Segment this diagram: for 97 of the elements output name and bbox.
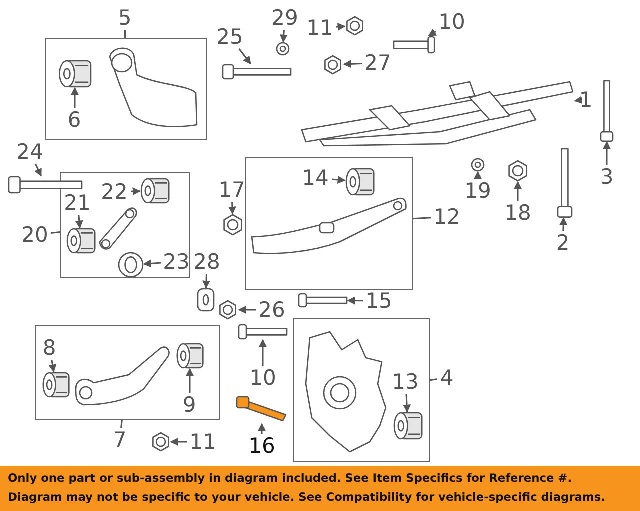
callout-number: 22 (98, 180, 130, 204)
leader-line (120, 420, 123, 428)
callout-number: 28 (191, 250, 223, 274)
leader-line (560, 217, 568, 232)
bolt-drawing (8, 176, 83, 194)
callout-number: 1 (576, 88, 596, 112)
part-group-frame (35, 325, 220, 420)
washer-drawing (276, 42, 290, 56)
callout-number: 9 (180, 392, 199, 416)
callout-number: 3 (598, 165, 616, 189)
callout-number: 14 (300, 166, 332, 190)
part-group-frame (60, 172, 190, 278)
bolt-drawing (298, 293, 348, 308)
leader-line (603, 141, 611, 165)
leader-line (228, 202, 236, 215)
callout-number: 24 (14, 140, 46, 164)
callout-number: 15 (363, 289, 395, 313)
callout-number: 10 (436, 10, 468, 34)
part-group-frame (245, 157, 413, 290)
callout-number: 25 (214, 25, 246, 49)
leader-line (170, 438, 187, 446)
bolt-drawing (557, 148, 573, 218)
leader-line (143, 260, 162, 268)
part-group-frame (45, 38, 207, 140)
bushing-drawing (58, 60, 92, 88)
leader-line (514, 181, 522, 201)
nut-drawing (151, 432, 171, 452)
leader-line (34, 164, 42, 177)
callout-number: 5 (116, 6, 134, 30)
callout-number: 10 (247, 366, 279, 390)
callout-number: 19 (462, 179, 494, 203)
leader-line (50, 231, 60, 234)
nut-drawing (322, 55, 344, 75)
leader-line (75, 214, 84, 229)
notice-text: Diagram may not be specific to your vehicle. See Compatibility for vehicle-specific diagrams. (8, 489, 606, 506)
bushing-drawing (176, 342, 204, 368)
callout-number: 27 (362, 51, 394, 75)
bolt-drawing (238, 324, 288, 340)
callout-number: 23 (160, 250, 192, 274)
shim-drawing (197, 288, 215, 312)
bushing-drawing (344, 168, 374, 196)
callout-number: 11 (304, 16, 336, 40)
leader-line (124, 30, 126, 38)
callout-number: 20 (19, 223, 51, 247)
leader-line (574, 96, 583, 104)
callout-number: 8 (40, 336, 59, 360)
callout-number: 4 (438, 366, 456, 390)
leader-line (343, 60, 362, 68)
link-arm-drawing (98, 206, 138, 250)
leader-line (259, 339, 267, 366)
callout-number: 13 (390, 370, 422, 394)
part-group-frame (293, 318, 430, 462)
callout-number: 16 (246, 434, 278, 458)
leader-line (430, 378, 438, 382)
leader-line (412, 217, 432, 220)
bolt-drawing (236, 396, 288, 424)
nut-drawing (222, 214, 244, 236)
callout-number: 21 (62, 190, 94, 214)
bushing-drawing (140, 178, 170, 204)
callout-number: 12 (431, 205, 463, 229)
callout-number: 2 (554, 231, 572, 255)
callout-number: 29 (269, 6, 301, 30)
leader-line (71, 87, 79, 108)
leader-line (474, 171, 482, 180)
callout-number: 18 (502, 201, 534, 225)
leader-line (428, 28, 438, 37)
leader-line (258, 423, 266, 434)
bolt-drawing (600, 80, 614, 142)
notice-text: Only one part or sub-assembly in diagram included. See Item Specifics for Reference #. (8, 470, 574, 487)
bolt-drawing (393, 36, 435, 54)
bushing-drawing (118, 252, 144, 278)
leader-line (48, 360, 57, 373)
callout-number: 6 (65, 108, 84, 132)
leader-line (336, 23, 346, 31)
leader-line (186, 368, 194, 393)
callout-number: 17 (216, 178, 248, 202)
lower-arm-drawing (250, 196, 408, 254)
nut-drawing (507, 160, 529, 182)
leader-line (403, 394, 412, 413)
leader-line (280, 30, 288, 43)
bolt-drawing (222, 64, 292, 80)
bushing-drawing (392, 412, 422, 440)
leader-line (347, 296, 364, 305)
crossmember-drawing (300, 80, 575, 146)
callout-number: 7 (110, 428, 130, 452)
leader-line (130, 188, 141, 196)
leader-line (332, 176, 346, 184)
washer-drawing (471, 158, 485, 172)
bushing-drawing (42, 372, 70, 398)
leader-line (238, 48, 252, 65)
bushing-drawing (66, 228, 96, 254)
nut-drawing (217, 300, 239, 320)
leader-line (238, 306, 256, 314)
nut-drawing (345, 16, 365, 36)
callout-number: 26 (256, 298, 288, 322)
callout-number: 11 (187, 430, 219, 454)
leader-line (202, 274, 210, 289)
